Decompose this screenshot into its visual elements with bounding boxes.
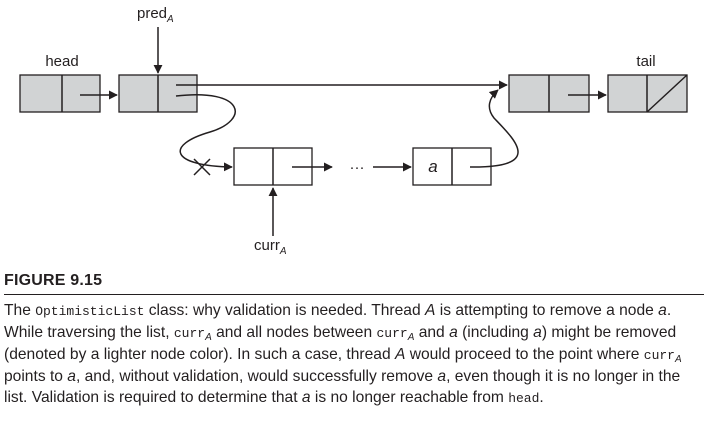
head-node — [19, 74, 101, 113]
pred-node — [118, 74, 198, 113]
figure-title: FIGURE 9.15 — [4, 272, 704, 295]
figure-caption-block: FIGURE 9.15 The OptimisticList class: wh… — [4, 272, 704, 409]
tail-node — [607, 74, 688, 113]
cut-link-x-icon — [193, 158, 211, 176]
ellipsis: ··· — [350, 159, 365, 176]
node-a-label: a — [428, 157, 437, 176]
tail-label: tail — [636, 53, 655, 70]
list-diagram: head tail predA currA a ··· — [19, 5, 688, 257]
pred-label: predA — [137, 5, 174, 25]
pred-to-curr-arrow — [175, 94, 236, 172]
a-to-successor-arrow — [469, 89, 519, 168]
curr-label: currA — [254, 237, 287, 257]
successor-node — [508, 74, 590, 113]
figure-caption: The OptimisticList class: why validation… — [4, 302, 682, 406]
head-label: head — [45, 53, 78, 70]
curr-node — [233, 147, 313, 186]
